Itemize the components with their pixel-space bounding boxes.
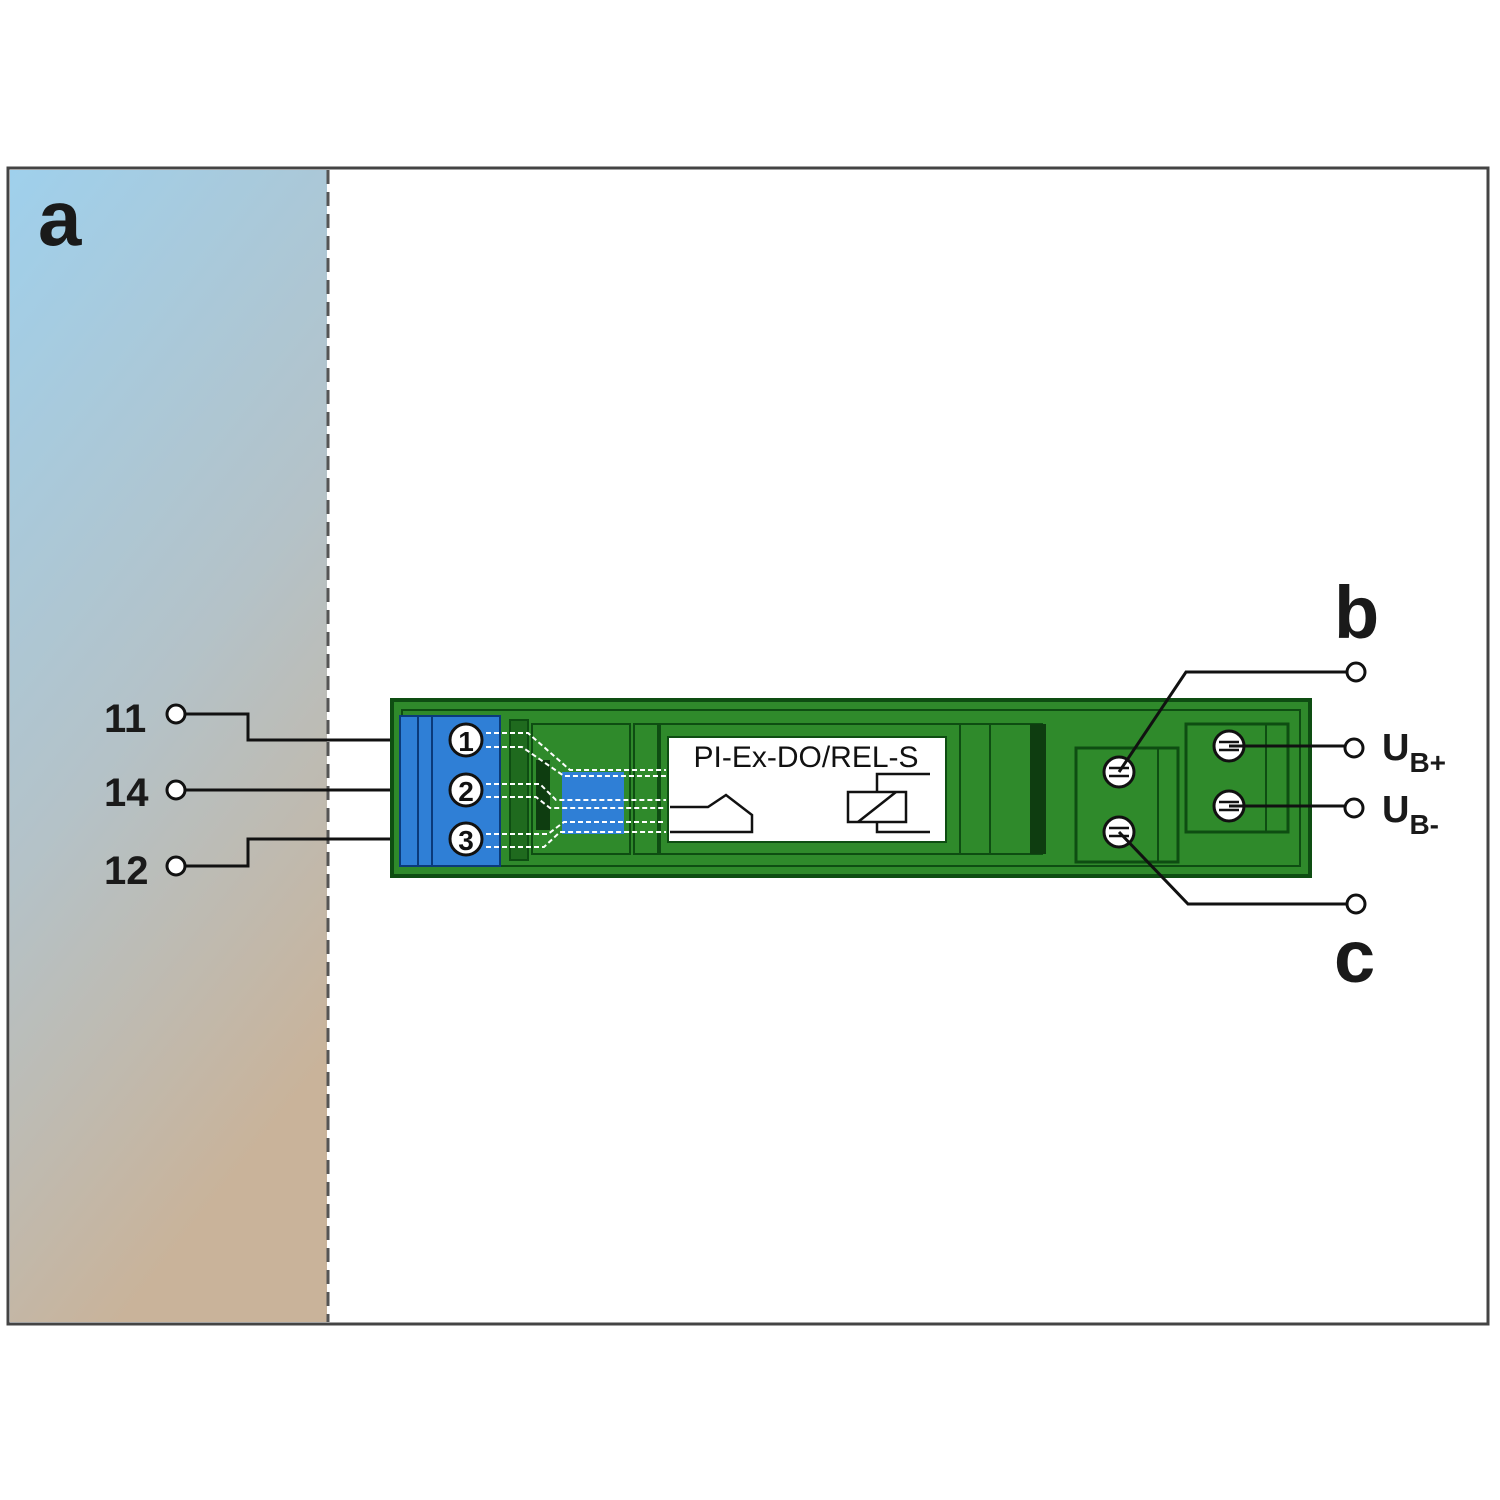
supply-plus-label: UB+	[1382, 727, 1446, 778]
terminal-open-11	[165, 703, 187, 725]
terminal-open-12	[165, 855, 187, 877]
supply-minus-label: UB-	[1382, 789, 1439, 840]
wire-b	[1117, 670, 1346, 773]
svg-text:2: 2	[458, 776, 474, 807]
module-label-panel	[667, 736, 947, 843]
pin-3: 3	[448, 821, 484, 857]
wire-12	[186, 837, 466, 868]
wire-11	[186, 712, 466, 742]
terminal-open-ub-minus	[1343, 797, 1365, 819]
hazardous-area-zone	[10, 170, 327, 1322]
pin-1: 1	[448, 722, 484, 758]
pin-2: 2	[448, 772, 484, 808]
wire-c	[1117, 830, 1346, 906]
terminal-open-ub-plus	[1343, 737, 1365, 759]
zone-label-c: c	[1334, 915, 1375, 998]
terminal-label-12: 12	[104, 849, 149, 893]
svg-text:3: 3	[458, 825, 474, 856]
terminal-open-b	[1345, 661, 1367, 683]
module-model-label: PI-Ex-DO/REL-S	[693, 741, 918, 774]
terminal-open-c	[1345, 893, 1367, 915]
terminal-open-14	[165, 779, 187, 801]
contact-symbol	[670, 793, 754, 834]
relay-module: PI-Ex-DO/REL-S	[390, 698, 1312, 878]
hazard-zone-label: a	[38, 174, 82, 262]
relay-coil-icon	[846, 772, 930, 834]
svg-text:1: 1	[458, 726, 474, 757]
zone-label-b: b	[1334, 571, 1379, 654]
terminal-label-11: 11	[104, 697, 146, 741]
terminal-label-14: 14	[104, 771, 149, 815]
